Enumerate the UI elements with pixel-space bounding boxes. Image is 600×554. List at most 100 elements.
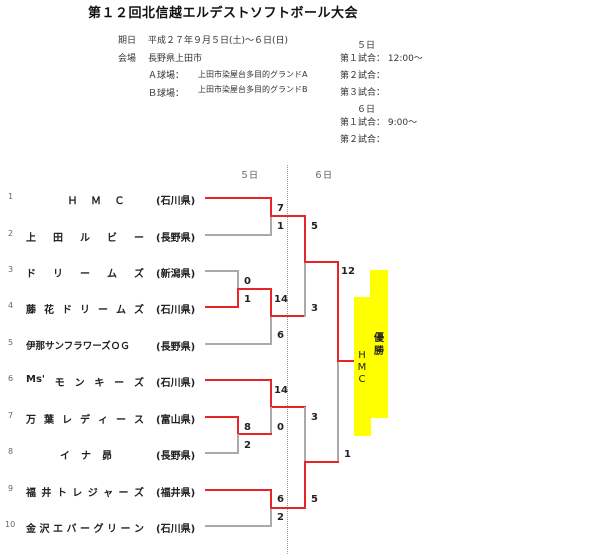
schedule-day1-game2: 第２試合： [340, 71, 386, 81]
bracket-line [270, 216, 272, 236]
team-name: ドリームズ [26, 269, 144, 280]
team-seed: 9 [8, 484, 14, 493]
score-r1g2-bottom: 2 [244, 440, 251, 451]
field-a-value: 上田市染屋台多目的グランドA [198, 70, 308, 79]
schedule-day2-game2: 第２試合： [340, 135, 386, 145]
bracket-line [270, 407, 272, 435]
team-name: Ms'モンキーズ [26, 374, 144, 389]
schedule-day1-label: ５日 [357, 41, 376, 51]
team-name: 福井トレジャーズ [26, 488, 144, 499]
team-seed: 3 [8, 265, 14, 274]
team-name: 上田ルビー [26, 233, 144, 244]
score-r1g1-top: 0 [244, 276, 251, 287]
bracket-line [304, 461, 339, 463]
score-final-top: 12 [341, 266, 355, 277]
score-final-bottom: 1 [344, 449, 351, 460]
bracket-line [205, 416, 239, 418]
champion-label: 優勝 [374, 333, 384, 357]
team-prefecture: (長野県) [156, 233, 196, 244]
score-r2g2-bottom: 6 [277, 330, 284, 341]
team-name: 伊那サンフラワーズＯＧ [26, 341, 130, 352]
score-r2g1-top: 7 [277, 203, 284, 214]
bracket-line [304, 215, 306, 263]
team-prefecture: (石川県) [156, 524, 196, 535]
team-prefecture: (富山県) [156, 415, 196, 426]
bracket-line [337, 361, 339, 462]
bracket-line [205, 343, 272, 345]
team-name: 藤花ドリームズ [26, 305, 144, 316]
bracket-line [304, 407, 306, 463]
bracket-line [270, 508, 272, 527]
team-seed: 7 [8, 411, 14, 420]
bracket-line [270, 316, 272, 344]
team-prefecture: (石川県) [156, 305, 196, 316]
score-r2g3-bottom: 0 [277, 422, 284, 433]
team-seed: 8 [8, 447, 14, 456]
bracket-line [304, 261, 339, 263]
team-seed: 5 [8, 338, 14, 347]
team-prefecture: (長野県) [156, 342, 196, 353]
bracket-day2-header: ６日 [314, 171, 333, 181]
team-seed: 1 [8, 192, 14, 201]
bracket-line [237, 434, 239, 454]
venue-value: 長野県上田市 [148, 54, 203, 64]
team-name: 金沢エバーグリーン [26, 524, 144, 535]
team-prefecture: (福井県) [156, 488, 196, 499]
bracket-line [205, 379, 272, 381]
schedule-day1-game3: 第３試合： [340, 88, 386, 98]
score-sf1-top: 5 [311, 221, 318, 232]
bracket-line [337, 261, 339, 362]
bracket-line [205, 452, 239, 454]
score-r2g4-top: 6 [277, 494, 284, 505]
schedule-day1-game1: 第１試合： 12:00～ [340, 54, 423, 64]
bracket-line [237, 433, 272, 435]
bracket-line [237, 288, 272, 290]
bracket-line [205, 525, 272, 527]
team-seed: 2 [8, 229, 14, 238]
team-prefecture: (石川県) [156, 378, 196, 389]
day-divider [287, 165, 288, 554]
score-r1g2-top: 8 [244, 422, 251, 433]
score-sf1-bottom: 3 [311, 303, 318, 314]
tournament-title: 第１２回北信越エルデストソフトボール大会 [88, 6, 359, 21]
bracket-line [270, 288, 272, 317]
score-sf2-bottom: 5 [311, 494, 318, 505]
score-sf2-top: 3 [311, 412, 318, 423]
team-name: 万葉レディース [26, 415, 144, 426]
bracket-line [337, 360, 355, 362]
score-r2g4-bottom: 2 [277, 512, 284, 523]
venue-label: 会場 [118, 54, 137, 64]
team-seed: 10 [5, 520, 16, 529]
bracket-line [270, 379, 272, 408]
champion-highlight-right [370, 270, 388, 418]
team-prefecture: (長野県) [156, 451, 196, 462]
champion-name: H M C [357, 350, 367, 385]
bracket-line [205, 489, 272, 491]
bracket-line [304, 262, 306, 317]
bracket-line [270, 507, 306, 509]
bracket-line [270, 489, 272, 509]
field-a-label: Ａ球場： [148, 71, 185, 81]
team-seed: 6 [8, 374, 14, 383]
bracket-line [205, 270, 239, 272]
bracket-line [205, 197, 272, 199]
schedule-day2-game1: 第１試合： 9:00～ [340, 118, 418, 128]
bracket-line [237, 416, 239, 435]
bracket-line [270, 197, 272, 217]
field-b-value: 上田市染屋台多目的グランドB [198, 85, 308, 94]
bracket-line [205, 234, 272, 236]
score-r2g3-top: 14 [274, 385, 288, 396]
bracket-line [205, 306, 239, 308]
date-value: 平成２７年９月５日(土)～６日(日) [148, 36, 289, 46]
score-r1g1-bottom: 1 [244, 294, 251, 305]
bracket-line [237, 270, 239, 290]
bracket-line [237, 288, 239, 308]
score-r2g1-bottom: 1 [277, 221, 284, 232]
champion-highlight-left [354, 297, 371, 436]
team-name: イナ昴 [60, 451, 112, 462]
bracket-line [270, 215, 306, 217]
bracket-line [270, 406, 306, 408]
bracket-line [270, 315, 306, 317]
team-prefecture: (石川県) [156, 196, 196, 207]
